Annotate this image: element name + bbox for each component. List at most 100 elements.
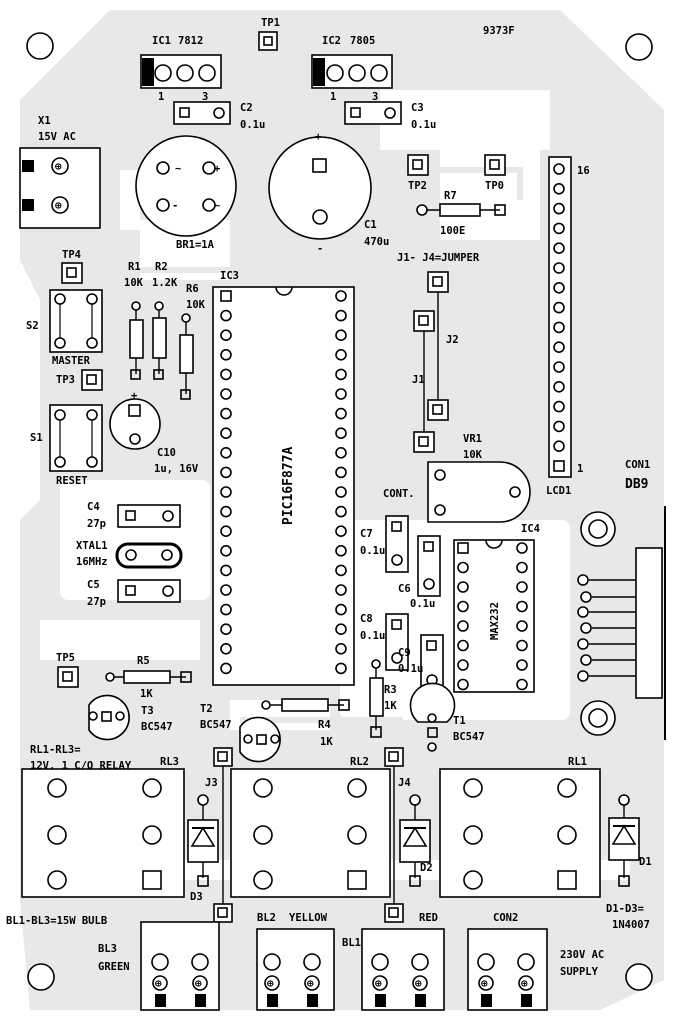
ic4-pin <box>516 542 528 554</box>
db9-pin <box>580 654 592 666</box>
ic4-max232 <box>453 539 535 693</box>
vr1-preset <box>427 461 531 523</box>
r1-value: 10K <box>124 277 144 289</box>
ic4-pin <box>457 581 469 593</box>
r5-resistor <box>105 670 192 684</box>
c4-capacitor <box>117 504 181 528</box>
t2-transistor <box>239 716 281 763</box>
x1-terminal: ⊕⊕ <box>19 147 101 229</box>
lcd-pin <box>553 420 565 433</box>
ic1-label: IC1 <box>152 35 171 47</box>
xtal1-value: 16MHz <box>76 556 108 568</box>
con2-terminal: ⊕⊕ <box>467 928 548 1011</box>
ic3-pin <box>220 642 232 655</box>
j3-jumper <box>213 747 233 923</box>
tp3-pad <box>81 369 103 391</box>
c6-capacitor <box>417 535 441 597</box>
ic3-pin <box>335 329 347 342</box>
bl2-color: YELLOW <box>289 912 328 924</box>
ic3-pin <box>335 486 347 498</box>
con1-value: DB9 <box>625 477 648 492</box>
lcd-pin <box>553 183 565 195</box>
ic4-pin <box>457 542 469 554</box>
r4-label: R4 <box>318 719 331 731</box>
t3-value: BC547 <box>141 721 173 733</box>
db9-pin <box>577 606 589 618</box>
r6-value: 10K <box>186 299 206 311</box>
r1-label: R1 <box>128 261 141 273</box>
c2-label: C2 <box>240 102 253 114</box>
c1-plus: + <box>315 131 321 143</box>
tp5-pad <box>57 666 79 688</box>
lcd-pin <box>553 361 565 373</box>
lcd-pin <box>553 341 565 354</box>
c10-plus: + <box>131 390 137 402</box>
ic4-pin <box>516 561 528 574</box>
tp4-label: TP4 <box>62 249 81 261</box>
ic2-pin3: 3 <box>372 91 378 103</box>
s1-label: S1 <box>30 432 43 444</box>
tp1-label: TP1 <box>261 17 280 29</box>
lcd1-header <box>548 156 572 478</box>
r4-value: 1K <box>320 736 333 748</box>
r6-resistor <box>179 313 194 400</box>
r3-label: R3 <box>384 684 397 696</box>
ic2-regulator <box>311 54 393 89</box>
d1-label: D1 <box>639 856 652 868</box>
ic1-pin3: 3 <box>202 91 208 103</box>
ic3-pin <box>335 466 347 479</box>
tp0-label: TP0 <box>485 180 504 192</box>
j2-label: J2 <box>446 334 459 346</box>
ic3-pin <box>335 584 347 596</box>
relay-note-1: RL1-RL3= <box>30 744 81 756</box>
ic4-label: IC4 <box>521 523 540 535</box>
c5-capacitor <box>117 579 181 603</box>
svg-text:⊕: ⊕ <box>55 199 62 212</box>
r5-value: 1K <box>140 688 153 700</box>
t2-value: BC547 <box>200 719 232 731</box>
t3-transistor <box>88 694 130 741</box>
c10-label: C10 <box>157 447 176 459</box>
ic4-pin <box>457 659 469 671</box>
j1-jumper <box>413 310 435 453</box>
xtal1-label: XTAL1 <box>76 540 108 552</box>
t3-label: T3 <box>141 705 154 717</box>
tp0-pad <box>484 154 506 176</box>
svg-text:⊕: ⊕ <box>195 977 202 990</box>
ic3-pin <box>220 525 232 538</box>
ic3-pin <box>220 407 232 420</box>
br1-minus: - <box>172 200 178 212</box>
con1-db9 <box>577 506 666 740</box>
lcd1-label: LCD1 <box>546 485 571 497</box>
ic3-value: PIC16F877A <box>281 447 296 525</box>
ic3-pin <box>335 662 347 675</box>
ic1-pin1: 1 <box>158 91 164 103</box>
tp4-pad <box>61 262 83 284</box>
d2-label: D2 <box>420 862 433 874</box>
lcd-pin <box>553 321 565 334</box>
ic3-pin <box>335 388 347 400</box>
r4-resistor <box>261 698 350 712</box>
t1-transistor <box>409 682 456 752</box>
supply-label-2: SUPPLY <box>560 966 599 978</box>
t1-value: BC547 <box>453 731 485 743</box>
tp5-label: TP5 <box>56 652 75 664</box>
c1-minus: - <box>317 243 323 255</box>
lcd-pin1-label: 1 <box>577 463 583 475</box>
ic4-pin <box>457 561 469 574</box>
s2-label: S2 <box>26 320 39 332</box>
c5-value: 27p <box>87 596 106 608</box>
ic3-pin <box>335 603 347 616</box>
bl1-label: BL1 <box>342 937 361 949</box>
c3-label: C3 <box>411 102 424 114</box>
r2-resistor <box>152 301 167 380</box>
lcd-pin <box>553 380 565 393</box>
rl3-label: RL3 <box>160 756 179 768</box>
svg-text:⊕: ⊕ <box>481 977 488 990</box>
vr1-label: VR1 <box>463 433 482 445</box>
supply-label-1: 230V AC <box>560 949 604 961</box>
ic2-value: 7805 <box>350 35 375 47</box>
db9-pin <box>577 670 589 682</box>
ic3-pin <box>335 623 347 636</box>
s2-master: MASTER <box>52 355 91 367</box>
